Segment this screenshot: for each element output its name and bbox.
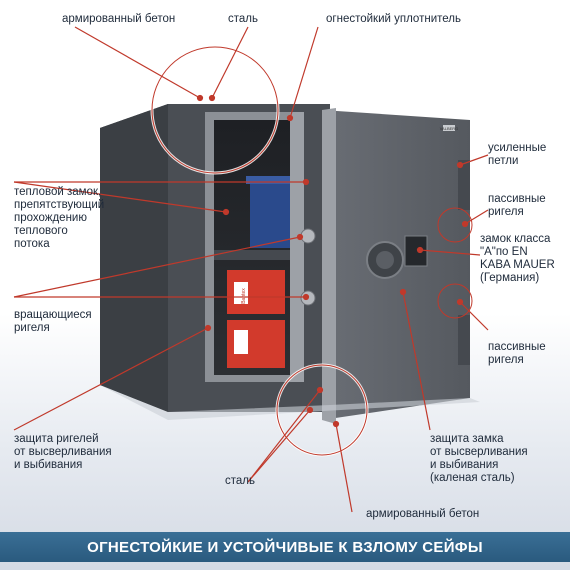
label-passive-bolts-top: пассивные ригеля [488,193,546,218]
label-steel-top: сталь [228,13,258,25]
label-lock-class: замок класса "А"по EN KABA MAUER (Герман… [480,233,555,284]
label-reinforced-hinges: усиленные петли [488,142,547,167]
banner-title: ОГНЕСТОЙКИЕ И УСТОЙЧИВЫЕ К ВЗЛОМУ СЕЙФЫ [87,538,483,556]
binder-brand-text: Bantex [241,288,247,304]
callout-circle-bolt-bottom [437,283,473,319]
label-passive-bolts-bottom: пассивные ригеля [488,341,546,366]
label-steel-bottom: сталь [225,475,255,487]
leader-lines [13,26,489,513]
label-reinforced-concrete-top: армированный бетон [62,13,176,25]
callout-circle-bolt-top [437,207,473,243]
label-lock-protection: защита замка от высверливания и выбивани… [430,433,528,484]
safe-door: VALBERG [322,108,470,424]
callout-circle-bottom [275,363,369,457]
binder: Bantex [227,270,285,314]
binder [227,320,285,368]
callout-circle-top [150,45,280,175]
label-fire-seal: огнестойкий уплотнитель [326,13,461,25]
label-reinforced-concrete-bottom: армированный бетон [366,508,480,520]
footer-banner: ОГНЕСТОЙКИЕ И УСТОЙЧИВЫЕ К ВЗЛОМУ СЕЙФЫ [0,532,570,562]
brand-plate: VALBERG [440,126,459,131]
label-thermal-lock: тепловой замок, препятствующий прохожден… [14,186,105,250]
label-rotating-bolts: вращающиеся ригеля [14,309,92,334]
label-bolt-protection: защита ригелей от высверливания и выбива… [14,433,112,471]
